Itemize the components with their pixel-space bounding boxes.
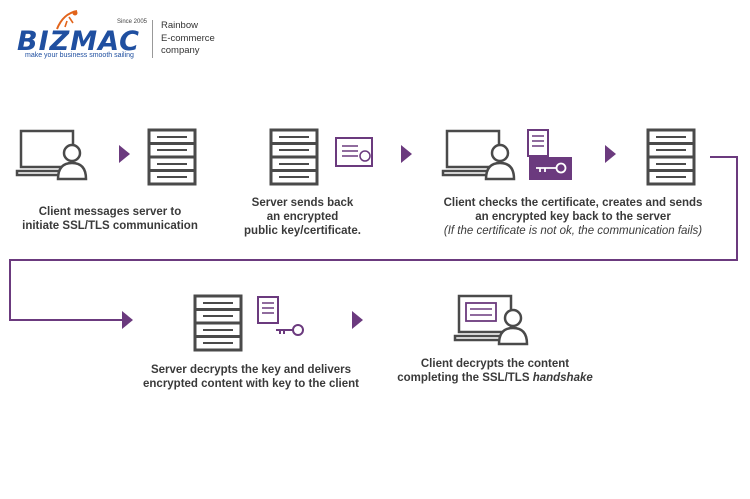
logo-swirl-icon	[55, 9, 79, 36]
caption-text: completing the SSL/TLS	[397, 372, 533, 384]
logo-divider	[152, 20, 153, 58]
decrypted-content-icon	[465, 302, 497, 322]
caption-line: Client checks the certificate, creates a…	[443, 197, 703, 209]
arrow-right-icon	[605, 145, 616, 163]
arrow-right-icon	[352, 311, 363, 329]
caption-line: Server sends back	[251, 197, 354, 209]
company-line: company	[161, 45, 200, 56]
server-icon	[269, 128, 319, 186]
logo-since: Since 2005	[117, 19, 148, 25]
logo-tagline: make your business smooth sailing	[25, 52, 134, 59]
company-line: Rainbow	[161, 20, 198, 31]
encrypted-key-icon	[529, 157, 572, 180]
caption-line: Client messages server to	[38, 206, 182, 218]
step4-caption: Server decrypts the key and delivers enc…	[120, 363, 382, 391]
certificate-icon	[335, 137, 373, 167]
server-icon	[646, 128, 696, 186]
caption-line: completing the SSL/TLS handshake	[385, 371, 605, 385]
document-icon	[257, 296, 279, 324]
caption-note: (If the certificate is not ok, the commu…	[443, 225, 703, 237]
arrow-right-icon	[122, 311, 133, 329]
company-description: Rainbow E-commerce company	[161, 20, 215, 58]
caption-line: initiate SSL/TLS communication	[22, 220, 198, 232]
step3-caption: Client checks the certificate, creates a…	[418, 196, 728, 238]
arrow-right-icon	[401, 145, 412, 163]
arrow-right-icon	[119, 145, 130, 163]
logo: BIZMAC	[17, 26, 140, 57]
document-icon	[527, 129, 549, 157]
step1-caption: Client messages server to initiate SSL/T…	[5, 205, 215, 233]
step5-caption: Client decrypts the content completing t…	[385, 357, 605, 385]
caption-line: an encrypted	[266, 211, 339, 223]
flow-connector	[9, 156, 738, 321]
step2-caption: Server sends back an encrypted public ke…	[220, 196, 385, 238]
server-icon	[193, 294, 243, 352]
key-icon	[275, 324, 304, 336]
caption-line: public key/certificate.	[244, 225, 361, 237]
caption-line: encrypted content with key to the client	[143, 378, 359, 390]
caption-line: an encrypted key back to the server	[475, 211, 671, 223]
company-line: E-commerce	[161, 32, 215, 44]
caption-line: Client decrypts the content	[420, 358, 570, 370]
server-icon	[147, 128, 197, 186]
caption-line: Server decrypts the key and delivers	[150, 364, 352, 376]
handshake-term: handshake	[532, 372, 593, 384]
